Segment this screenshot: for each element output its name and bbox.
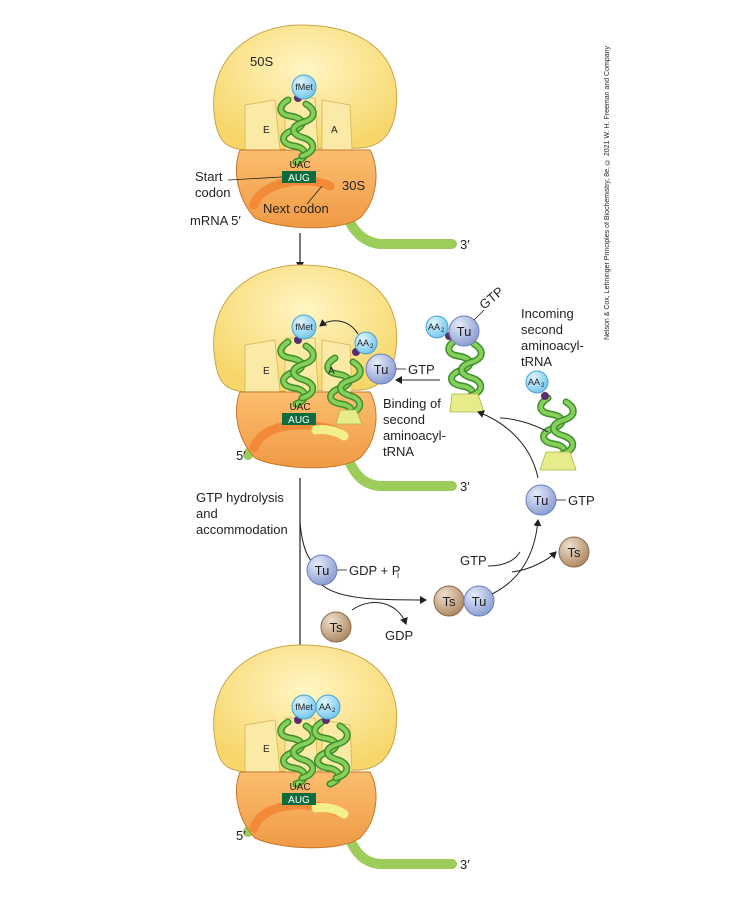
svg-text:fMet: fMet [295,702,313,712]
mrna-5-label: mRNA 5′ [190,213,241,228]
svg-text:Ts: Ts [330,620,344,635]
incoming-label-4: tRNA [521,354,552,369]
ef-tu-recycling: GTP hydrolysis and accommodation Tu GDP … [196,478,595,656]
subunit-50s-label: 50S [250,54,273,69]
svg-text:AUG: AUG [288,795,310,806]
next-codon-label: Next codon [263,201,329,216]
svg-text:AUG: AUG [288,415,310,426]
incoming-trna-1 [449,340,482,402]
gdp-pi-label: GDP + P [349,563,400,578]
svg-text:UAC: UAC [289,402,310,413]
svg-text:2: 2 [441,328,445,334]
fmet-ball [291,74,317,100]
codon-label: AUG [288,173,310,184]
binding-label-4: tRNA [383,444,414,459]
hydrolysis-label-3: accommodation [196,522,288,537]
gtp-label-tu: GTP [568,493,595,508]
svg-text:2: 2 [332,708,336,714]
binding-label-3: aminoacyl- [383,428,446,443]
ef-ts-ball-3 [558,536,590,568]
panel-aa-trna-binding: fMet AA 2 Tu GTP E A UAC AUG 5′ 3′ Bindi… [213,264,470,494]
incoming-label-3: aminoacyl- [521,338,584,353]
svg-text:i: i [397,570,399,580]
hydrolysis-label-2: and [196,506,218,521]
aa2-label-2: AA [357,338,369,348]
svg-text:Tu: Tu [534,493,549,508]
start-codon-label-1: Start [195,169,223,184]
ef-tu-ball-incoming [448,315,480,347]
gdp-label: GDP [385,628,413,643]
incoming-label-1: Incoming [521,306,574,321]
svg-text:Tu: Tu [472,594,487,609]
incoming-ef-tu-complex: AA 2 Tu GTP Incoming second aminoacyl- t… [395,284,584,479]
svg-text:Tu: Tu [315,563,330,578]
gtp-label-2: GTP [408,362,435,377]
hydrolysis-label-1: GTP hydrolysis [196,490,284,505]
svg-text:Ts: Ts [568,545,582,560]
svg-text:A: A [328,366,335,377]
svg-text:2: 2 [541,383,545,389]
svg-text:Tu: Tu [457,324,472,339]
svg-text:AA: AA [319,702,331,712]
free-aminoacyl-trna [541,398,574,460]
gtp-label-incoming: GTP [476,284,506,313]
binding-label-1: Binding of [383,396,441,411]
svg-text:Ts: Ts [443,594,457,609]
aa2-ball-2 [354,331,378,355]
ef-ts-ball-1 [320,611,352,643]
mrna-5-label-3: 5′ [236,828,246,843]
svg-text:E: E [263,744,270,755]
site-e-label: E [263,125,270,136]
ef-tu-ball-3 [463,585,495,617]
panel-initiation-complex: fMet UAC AUG E A 50S 30S Start codon Nex… [190,24,470,252]
fmet-label: fMet [295,82,313,92]
copyright-credit: Nelson & Cox, Lehninger Principles of Bi… [604,45,611,340]
mrna-3-label-2: 3′ [460,479,470,494]
svg-text:2: 2 [370,344,374,350]
svg-text:E: E [263,366,270,377]
mrna-5-label-2: 5′ [236,448,246,463]
site-a-label: A [331,125,338,136]
svg-text:AA: AA [428,322,440,332]
panel-accommodated: fMet AA 2 E UAC AUG 5′ 3′ [213,644,470,872]
binding-label-2: second [383,412,425,427]
anticodon-label: UAC [289,160,310,171]
start-codon-label-2: codon [195,185,230,200]
tu-label-2: Tu [374,362,389,377]
incoming-label-2: second [521,322,563,337]
gtp-label-cycle: GTP [460,553,487,568]
subunit-30s-label: 30S [342,178,365,193]
svg-text:UAC: UAC [289,782,310,793]
fmet-label-2: fMet [295,322,313,332]
mrna-3-label: 3′ [460,237,470,252]
ribosome-30s [236,149,377,229]
mrna-3-label-3: 3′ [460,857,470,872]
svg-text:AA: AA [528,377,540,387]
